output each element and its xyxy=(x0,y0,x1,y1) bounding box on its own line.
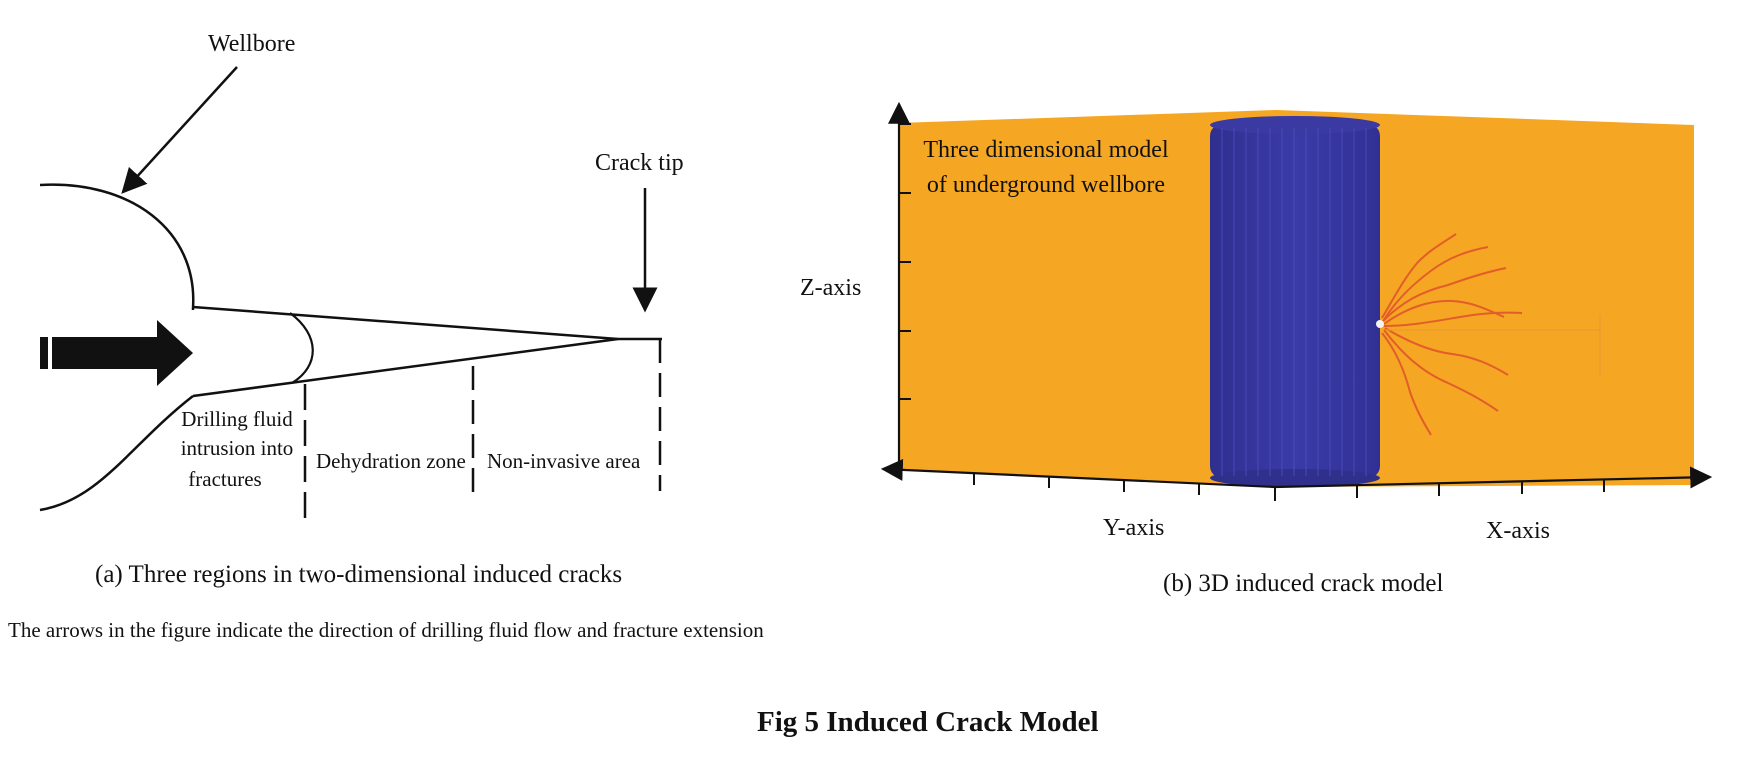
drilling-fluid-label-line-1: Drilling fluid xyxy=(181,407,293,431)
panel-a-diagram xyxy=(39,66,662,527)
wellbore-label: Wellbore xyxy=(208,31,296,57)
crack-upper-edge xyxy=(192,305,619,341)
dehydration-zone-label: Dehydration zone xyxy=(316,449,466,473)
panel-b-diagram xyxy=(880,101,1713,501)
non-invasive-area-label: Non-invasive area xyxy=(487,449,641,473)
wellbore-pointer-arrow xyxy=(121,66,238,194)
z-axis-label: Z-axis xyxy=(800,275,862,301)
wellbore-boundary xyxy=(39,183,195,310)
crack-network xyxy=(1381,233,1523,436)
wellbore-bottom xyxy=(1210,469,1380,487)
y-axis-label: Y-axis xyxy=(1103,515,1165,541)
wellbore-cylinder xyxy=(1210,124,1380,478)
crack-tip-label: Crack tip xyxy=(595,150,684,176)
figure-note: The arrows in the figure indicate the di… xyxy=(8,618,764,642)
wellbore-top xyxy=(1210,116,1380,134)
drilling-fluid-label-line-3: fractures xyxy=(188,467,262,491)
model-label-line-1: Three dimensional model xyxy=(923,137,1169,163)
panel-b-caption: (b) 3D induced crack model xyxy=(1163,570,1444,597)
crack-origin-point xyxy=(1376,320,1384,328)
z-axis-ticks xyxy=(899,123,911,400)
flow-direction-arrow xyxy=(40,320,193,386)
model-label-line-2: of underground wellbore xyxy=(926,172,1166,198)
y-axis-ticks xyxy=(973,474,1200,495)
fluid-front-curve xyxy=(289,312,314,384)
wellbore-boundary-lower xyxy=(39,395,194,512)
crack-lower-edge xyxy=(192,337,619,398)
x-axis-ticks xyxy=(1274,480,1605,501)
drilling-fluid-label-line-2: intrusion into xyxy=(180,436,294,460)
figure-title: Fig 5 Induced Crack Model xyxy=(757,706,1099,738)
x-axis-label: X-axis xyxy=(1486,518,1550,544)
y-axis-line xyxy=(880,458,1276,489)
wellbore-stripes xyxy=(1221,128,1367,476)
panel-a-caption: (a) Three regions in two-dimensional ind… xyxy=(95,561,623,588)
x-axis-line xyxy=(1274,466,1713,489)
